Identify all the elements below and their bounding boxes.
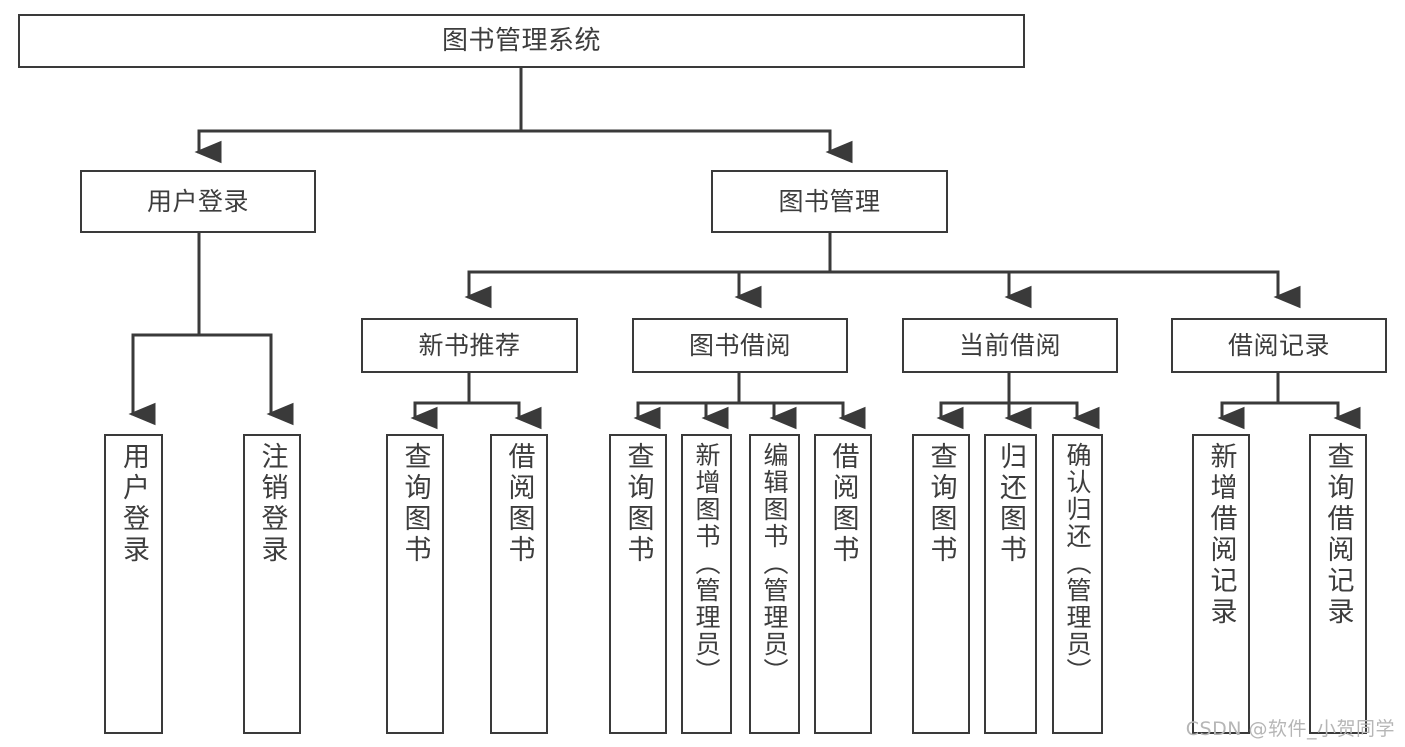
leaf-user-login[interactable]: 用户登录 xyxy=(104,434,163,734)
node-root[interactable]: 图书管理系统 xyxy=(18,14,1025,68)
leaf-query-book-1-label: 查询图书 xyxy=(399,442,431,566)
node-book-borrow-label: 图书借阅 xyxy=(688,330,791,360)
leaf-add-book-label: 新增图书（管理员） xyxy=(692,442,721,685)
leaf-query-record[interactable]: 查询借阅记录 xyxy=(1309,434,1367,734)
leaf-query-record-label: 查询借阅记录 xyxy=(1322,442,1354,628)
node-borrow-record[interactable]: 借阅记录 xyxy=(1171,318,1387,373)
leaf-confirm-return[interactable]: 确认归还（管理员） xyxy=(1052,434,1103,734)
leaf-query-book-2-label: 查询图书 xyxy=(622,442,654,566)
node-user-login-label: 用户登录 xyxy=(146,186,249,216)
leaf-borrow-book-1[interactable]: 借阅图书 xyxy=(490,434,548,734)
leaf-confirm-return-label: 确认归还（管理员） xyxy=(1063,442,1092,685)
node-borrow-record-label: 借阅记录 xyxy=(1227,330,1330,360)
leaf-edit-book-label: 编辑图书（管理员） xyxy=(760,442,789,685)
leaf-query-book-3[interactable]: 查询图书 xyxy=(912,434,970,734)
leaf-add-record[interactable]: 新增借阅记录 xyxy=(1192,434,1250,734)
node-current-borrow-label: 当前借阅 xyxy=(958,330,1061,360)
node-book-management-label: 图书管理 xyxy=(778,186,881,216)
leaf-borrow-book-1-label: 借阅图书 xyxy=(503,442,535,566)
leaf-add-book[interactable]: 新增图书（管理员） xyxy=(681,434,732,734)
csdn-watermark: CSDN @软件_小贺同学 xyxy=(1185,718,1395,740)
leaf-query-book-2[interactable]: 查询图书 xyxy=(609,434,667,734)
leaf-logout-login-label: 注销登录 xyxy=(256,442,288,566)
node-new-book-recommend[interactable]: 新书推荐 xyxy=(361,318,578,373)
leaf-query-book-1[interactable]: 查询图书 xyxy=(386,434,444,734)
leaf-borrow-book-2[interactable]: 借阅图书 xyxy=(814,434,872,734)
leaf-query-book-3-label: 查询图书 xyxy=(925,442,957,566)
node-user-login[interactable]: 用户登录 xyxy=(80,170,316,233)
leaf-return-book[interactable]: 归还图书 xyxy=(984,434,1037,734)
node-book-borrow[interactable]: 图书借阅 xyxy=(632,318,848,373)
leaf-borrow-book-2-label: 借阅图书 xyxy=(827,442,859,566)
node-book-management[interactable]: 图书管理 xyxy=(711,170,948,233)
node-root-label: 图书管理系统 xyxy=(441,25,601,56)
leaf-logout-login[interactable]: 注销登录 xyxy=(243,434,301,734)
node-current-borrow[interactable]: 当前借阅 xyxy=(902,318,1118,373)
leaf-add-record-label: 新增借阅记录 xyxy=(1205,442,1237,628)
leaf-edit-book[interactable]: 编辑图书（管理员） xyxy=(749,434,800,734)
node-new-book-recommend-label: 新书推荐 xyxy=(418,330,521,360)
leaf-return-book-label: 归还图书 xyxy=(995,442,1026,566)
leaf-user-login-label: 用户登录 xyxy=(118,442,149,566)
